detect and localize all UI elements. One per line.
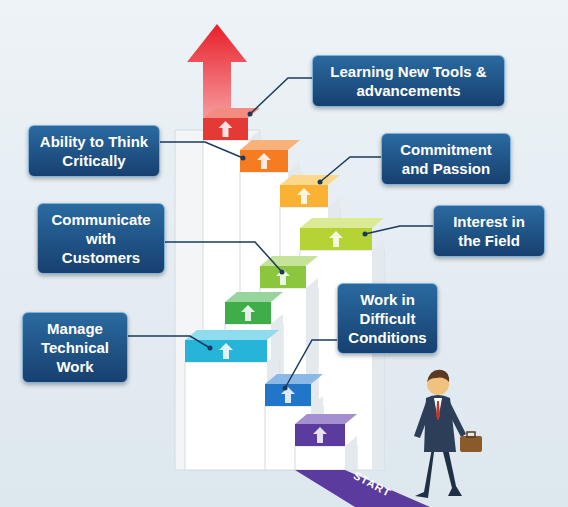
step-arrow: [329, 231, 343, 247]
start-path: [295, 470, 430, 507]
stair-top: [300, 218, 384, 228]
stair-front: [260, 266, 306, 288]
start-label: START: [352, 469, 394, 499]
stair-front: [295, 424, 345, 446]
skill-box: Interest in the Field: [433, 205, 545, 257]
skill-text: Learning New Tools & advancements: [321, 62, 496, 100]
stair-top: [225, 292, 283, 302]
step-arrow: [313, 427, 327, 443]
skill-text: Commitment and Passion: [390, 140, 502, 178]
stair-front: [280, 185, 328, 207]
skill-box: Learning New Tools & advancements: [312, 55, 505, 107]
stair-front: [265, 384, 311, 406]
stair-top: [203, 108, 260, 118]
stair-top: [265, 374, 323, 384]
up-arrow: [187, 24, 247, 122]
skill-box: Manage Technical Work: [22, 312, 128, 383]
skill-box: Commitment and Passion: [381, 133, 511, 185]
skill-text: Interest in the Field: [442, 212, 536, 250]
stair-top: [295, 414, 357, 424]
stair-front: [240, 150, 288, 172]
step-arrow: [219, 343, 233, 359]
stair-front: [185, 340, 267, 362]
stair-side: [345, 436, 357, 470]
stair-side: [372, 240, 384, 470]
stair-top: [185, 330, 279, 340]
stair-top: [240, 140, 300, 150]
step-arrow: [241, 305, 255, 321]
skill-box: Communicate with Customers: [37, 203, 165, 274]
stair-front: [203, 118, 248, 140]
step-arrow: [219, 121, 233, 137]
skill-text: Ability to Think Critically: [37, 132, 151, 170]
step-arrow: [297, 188, 311, 204]
skill-text: Work in Difficult Conditions: [346, 290, 429, 347]
skill-box: Ability to Think Critically: [28, 125, 160, 177]
stair-front: [225, 302, 271, 324]
step-arrow: [257, 153, 271, 169]
skill-text: Manage Technical Work: [31, 319, 119, 376]
skill-text: Communicate with Customers: [46, 210, 156, 267]
businessman: [414, 370, 482, 498]
leader-lines: [128, 78, 433, 388]
stair-front: [300, 228, 372, 250]
skill-box: Work in Difficult Conditions: [337, 283, 438, 354]
step-arrow: [276, 269, 290, 285]
stair-top: [280, 175, 340, 185]
